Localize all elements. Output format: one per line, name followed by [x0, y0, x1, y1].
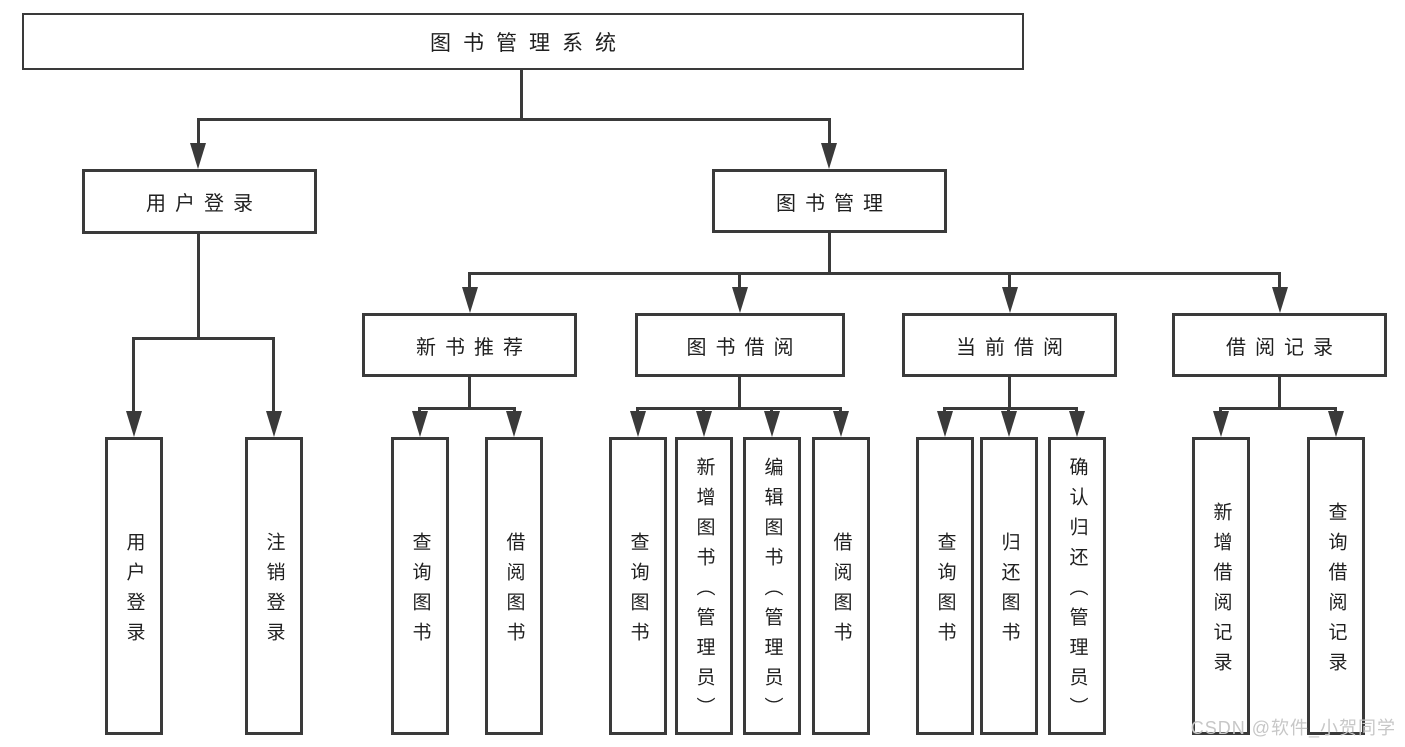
node-label: 新书推荐 [416, 336, 532, 359]
arrow-down-icon [266, 411, 282, 437]
arrow-down-icon [1002, 287, 1018, 313]
arrow-down-icon [1213, 411, 1229, 437]
connector-line [738, 272, 741, 290]
connector-line [418, 407, 516, 410]
leaf-edit-books-admin: 编辑图书（管理员） [743, 437, 801, 735]
leaf-label: 归还图书 [998, 531, 1020, 652]
connector-line [197, 118, 831, 121]
arrow-down-icon [1272, 287, 1288, 313]
leaf-add-borrow-record: 新增借阅记录 [1192, 437, 1250, 735]
arrow-down-icon [833, 411, 849, 437]
arrow-down-icon [1328, 411, 1344, 437]
arrow-down-icon [764, 411, 780, 437]
node-label: 图书借阅 [686, 336, 803, 359]
connector-line [636, 407, 842, 410]
leaf-label: 查询借阅记录 [1325, 501, 1347, 682]
leaf-query-books-current: 查询图书 [916, 437, 974, 735]
connector-line [468, 272, 471, 290]
leaf-add-books-admin: 新增图书（管理员） [675, 437, 733, 735]
leaf-query-books-recommend: 查询图书 [391, 437, 449, 735]
connector-line [132, 337, 135, 413]
arrow-down-icon [821, 143, 837, 169]
node-label: 图书管理系统 [430, 31, 628, 55]
connector-line [1278, 272, 1281, 290]
leaf-label: 查询图书 [409, 531, 431, 652]
connector-line [943, 407, 1078, 410]
node-label: 当前借阅 [956, 336, 1072, 359]
arrow-down-icon [1069, 411, 1085, 437]
connector-line [828, 233, 831, 274]
leaf-label: 确认归还（管理员） [1066, 456, 1088, 727]
node-user-login: 用户登录 [82, 169, 317, 234]
leaf-label: 借阅图书 [830, 531, 852, 652]
arrow-down-icon [412, 411, 428, 437]
connector-line [197, 234, 200, 339]
leaf-label: 查询图书 [627, 531, 649, 652]
leaf-query-books-borrowing: 查询图书 [609, 437, 667, 735]
leaf-label: 用户登录 [123, 531, 145, 652]
arrow-down-icon [630, 411, 646, 437]
leaf-query-borrow-record: 查询借阅记录 [1307, 437, 1365, 735]
leaf-return-books: 归还图书 [980, 437, 1038, 735]
connector-line [828, 118, 831, 145]
connector-line [132, 337, 275, 340]
arrow-down-icon [506, 411, 522, 437]
arrow-down-icon [190, 143, 206, 169]
leaf-user-login: 用户登录 [105, 437, 163, 735]
leaf-label: 借阅图书 [503, 531, 525, 652]
connector-line [520, 70, 523, 118]
connector-line [1008, 377, 1011, 409]
node-book-management: 图书管理 [712, 169, 947, 233]
arrow-down-icon [937, 411, 953, 437]
connector-line [1008, 272, 1011, 290]
node-book-borrowing: 图书借阅 [635, 313, 845, 377]
leaf-label: 编辑图书（管理员） [761, 456, 783, 727]
node-label: 图书管理 [776, 192, 892, 215]
connector-line [468, 377, 471, 409]
connector-line [272, 337, 275, 413]
connector-line [738, 377, 741, 409]
connector-line [468, 272, 1281, 275]
leaf-borrow-books-borrowing: 借阅图书 [812, 437, 870, 735]
node-new-book-recommendation: 新书推荐 [362, 313, 577, 377]
leaf-logout: 注销登录 [245, 437, 303, 735]
arrow-down-icon [126, 411, 142, 437]
node-label: 用户登录 [146, 193, 262, 215]
leaf-label: 注销登录 [263, 531, 285, 652]
arrow-down-icon [462, 287, 478, 313]
connector-line [197, 118, 200, 145]
node-label: 借阅记录 [1226, 336, 1342, 359]
node-borrowing-records: 借阅记录 [1172, 313, 1387, 377]
node-library-management-system: 图书管理系统 [22, 13, 1024, 70]
leaf-borrow-books-recommend: 借阅图书 [485, 437, 543, 735]
watermark: CSDN @软件_小贺同学 [1190, 718, 1396, 738]
leaf-label: 新增图书（管理员） [693, 456, 715, 727]
arrow-down-icon [732, 287, 748, 313]
arrow-down-icon [1001, 411, 1017, 437]
leaf-label: 查询图书 [934, 531, 956, 652]
arrow-down-icon [696, 411, 712, 437]
leaf-confirm-return-admin: 确认归还（管理员） [1048, 437, 1106, 735]
connector-line [1219, 407, 1336, 410]
node-current-borrowing: 当前借阅 [902, 313, 1117, 377]
leaf-label: 新增借阅记录 [1210, 501, 1232, 682]
connector-line [1278, 377, 1281, 409]
